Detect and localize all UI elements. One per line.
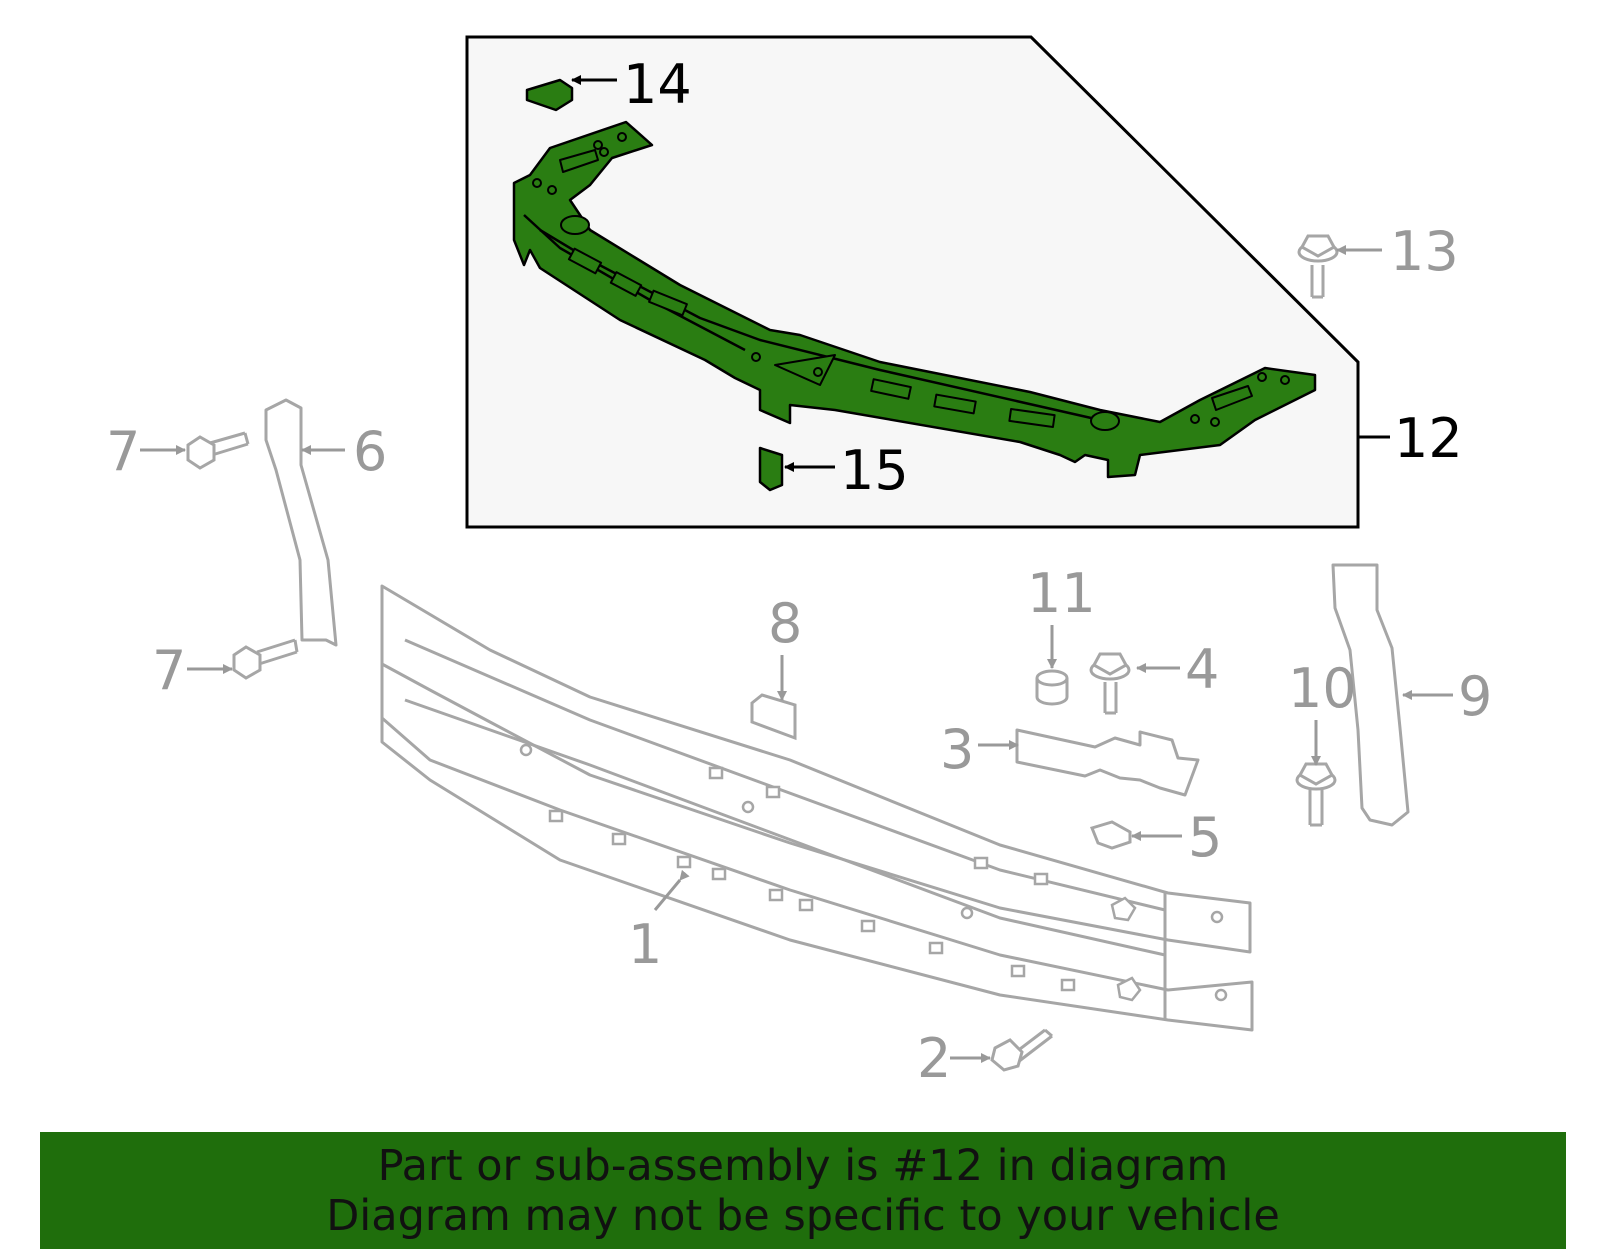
part-6-bracket[interactable]: [264, 398, 338, 647]
part-13-bolt[interactable]: [1297, 234, 1339, 299]
callout-9: 9: [1458, 665, 1492, 728]
part-7-bolt-lower[interactable]: [232, 638, 299, 680]
notice-banner: Part or sub-assembly is #12 in diagram D…: [40, 1132, 1566, 1249]
callout-11: 11: [1027, 562, 1096, 625]
part-11-spacer[interactable]: [1035, 669, 1069, 706]
part-15-bracket[interactable]: [758, 446, 784, 492]
callout-7-upper: 7: [106, 420, 140, 483]
callout-1: 1: [628, 913, 662, 976]
callout-8: 8: [768, 592, 802, 655]
part-12-upper-support[interactable]: [512, 120, 1317, 479]
callout-5: 5: [1188, 806, 1222, 869]
part-4-bolt[interactable]: [1089, 652, 1131, 715]
inset-panel: [465, 35, 1360, 529]
part-8-nut[interactable]: [750, 693, 797, 741]
part-5-clip[interactable]: [1089, 820, 1132, 850]
callout-12: 12: [1394, 407, 1463, 470]
part-7-bolt-upper[interactable]: [186, 431, 250, 470]
callout-6: 6: [353, 420, 387, 483]
part-3-bracket[interactable]: [1015, 728, 1200, 797]
callout-2: 2: [917, 1027, 951, 1090]
banner-line-1: Part or sub-assembly is #12 in diagram: [377, 1140, 1229, 1191]
part-14-clip[interactable]: [525, 78, 574, 112]
banner-line-2: Diagram may not be specific to your vehi…: [326, 1190, 1280, 1241]
callout-13: 13: [1390, 220, 1459, 283]
callout-10: 10: [1288, 657, 1357, 720]
part-9-bracket[interactable]: [1331, 563, 1410, 827]
leader-lines: [140, 75, 1453, 1063]
part-10-bolt[interactable]: [1295, 762, 1337, 827]
callout-3: 3: [940, 718, 974, 781]
part-1-holes: [519, 743, 1228, 1002]
callout-14: 14: [623, 53, 692, 116]
part-2-bolt[interactable]: [990, 1028, 1053, 1072]
callout-4: 4: [1185, 638, 1219, 701]
part-1-impact-bar[interactable]: [380, 584, 1254, 1032]
callout-7-lower: 7: [152, 639, 186, 702]
callout-15: 15: [840, 439, 909, 502]
